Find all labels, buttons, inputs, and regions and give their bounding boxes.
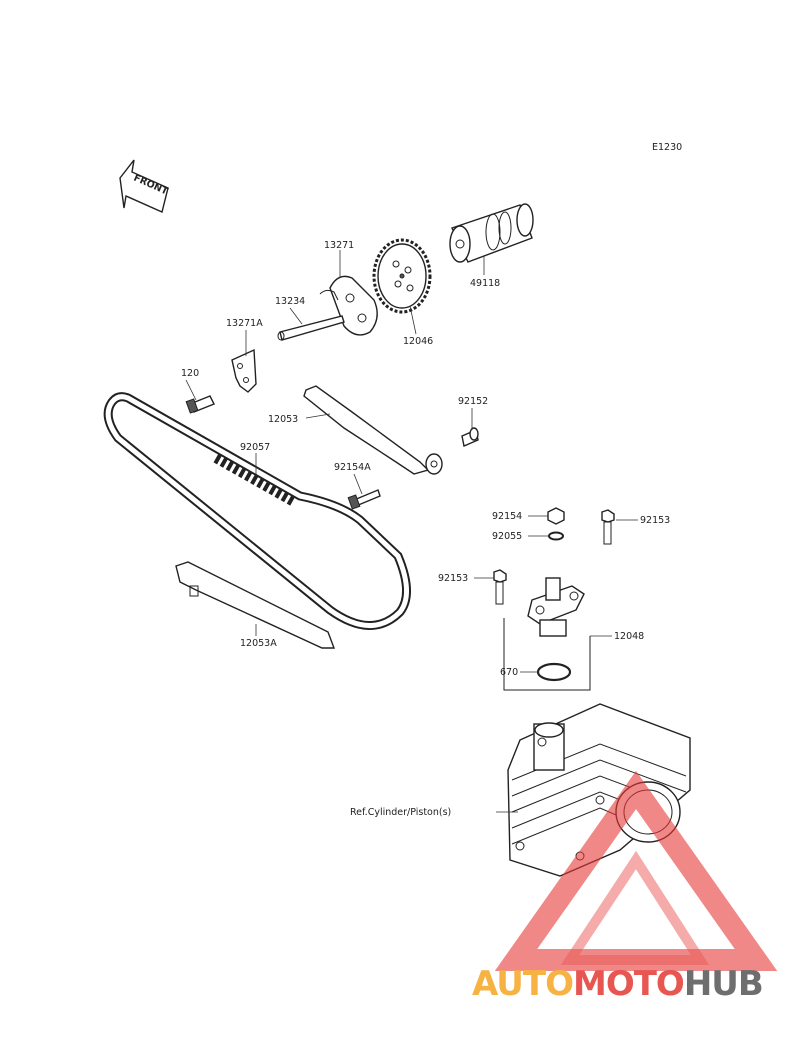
label-12053a: 12053A xyxy=(240,638,277,649)
label-92153-left: 92153 xyxy=(438,573,468,584)
diagram-code: E1230 xyxy=(652,142,682,153)
cam-sprocket xyxy=(372,238,432,314)
front-arrow-icon: FRONT xyxy=(119,159,170,213)
label-12046: 12046 xyxy=(403,336,433,347)
label-12053: 12053 xyxy=(268,414,298,425)
bolt-120 xyxy=(185,395,215,414)
bolt-92153-right xyxy=(601,509,615,545)
svg-text:AUTOMOTOHUB: AUTOMOTOHUB xyxy=(472,964,763,1004)
label-12048: 12048 xyxy=(614,631,644,642)
label-120: 120 xyxy=(181,368,199,379)
chain-tensioner xyxy=(503,577,591,691)
decompressor-shaft xyxy=(277,315,345,341)
label-92153-right: 92153 xyxy=(640,515,670,526)
label-92154: 92154 xyxy=(492,511,522,522)
cam-chain xyxy=(103,392,411,630)
label-13271: 13271 xyxy=(324,240,354,251)
label-49118: 49118 xyxy=(470,278,500,289)
leader-lines xyxy=(185,250,638,813)
label-13234: 13234 xyxy=(275,296,305,307)
bolt-92153-left xyxy=(493,569,507,605)
nut-92154 xyxy=(547,507,565,525)
gasket-670 xyxy=(536,662,572,682)
label-92055: 92055 xyxy=(492,531,522,542)
label-92152: 92152 xyxy=(458,396,488,407)
label-ref-cylinder: Ref.Cylinder/Piston(s) xyxy=(350,807,451,818)
pin-92152 xyxy=(461,427,479,447)
watermark-logo: AUTOMOTOHUB xyxy=(472,770,778,1004)
bracket xyxy=(231,348,257,393)
label-13271a: 13271A xyxy=(226,318,263,329)
label-670: 670 xyxy=(500,667,518,678)
chain-guide-lower xyxy=(175,561,336,649)
decompressor-plate xyxy=(319,275,378,336)
part-labels: 13271 49118 13234 13271A 12046 120 92152… xyxy=(181,240,670,818)
label-92154a: 92154A xyxy=(334,462,371,473)
label-92057: 92057 xyxy=(240,442,270,453)
camshaft xyxy=(449,203,534,263)
bolt-92154a xyxy=(347,489,381,510)
o-ring-92055 xyxy=(548,531,564,541)
chain-guide-upper xyxy=(303,385,443,475)
